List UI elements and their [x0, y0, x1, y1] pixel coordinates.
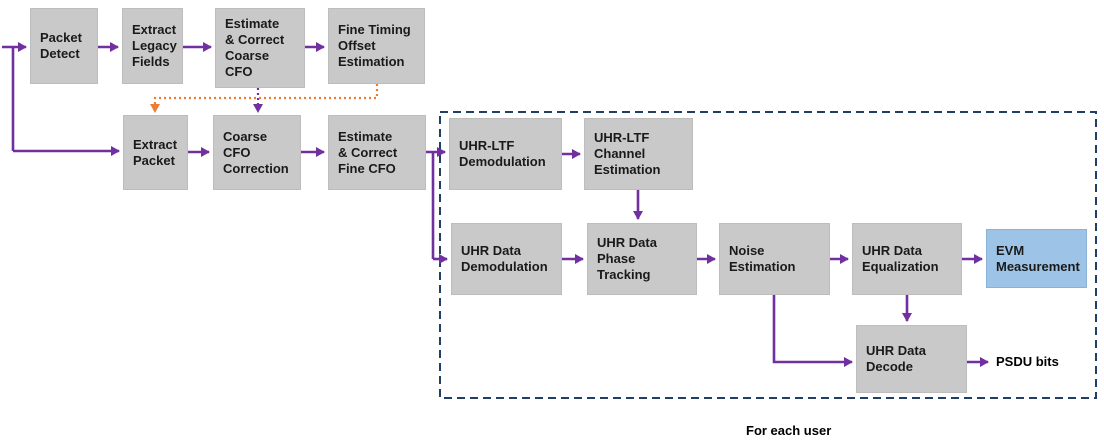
block-evm-measurement: EVM Measurement [986, 229, 1087, 288]
block-uhr-data-phase-tracking: UHR Data Phase Tracking [587, 223, 697, 295]
wire-dotted-fine-timing-to-extract-packet [150, 84, 379, 113]
block-estimate-correct-coarse-cfo: Estimate & Correct Coarse CFO [215, 8, 305, 88]
for-each-user-label: For each user [746, 423, 832, 438]
block-extract-packet: Extract Packet [123, 115, 188, 190]
block-uhr-ltf-demodulation: UHR-LTF Demodulation [449, 118, 562, 190]
block-uhr-ltf-channel-estimation: UHR-LTF Channel Estimation [584, 118, 693, 190]
block-coarse-cfo-correction: Coarse CFO Correction [213, 115, 301, 190]
block-estimate-correct-fine-cfo: Estimate & Correct Fine CFO [328, 115, 426, 190]
block-uhr-data-equalization: UHR Data Equalization [852, 223, 962, 295]
psdu-bits-label: PSDU bits [996, 354, 1059, 369]
block-packet-detect: Packet Detect [30, 8, 98, 84]
block-extract-legacy-fields: Extract Legacy Fields [122, 8, 183, 84]
wire-noise-est-to-decode [772, 295, 853, 367]
block-uhr-data-demodulation: UHR Data Demodulation [451, 223, 562, 295]
block-uhr-data-decode: UHR Data Decode [856, 325, 967, 393]
block-fine-timing-offset-estimation: Fine Timing Offset Estimation [328, 8, 425, 84]
block-noise-estimation: Noise Estimation [719, 223, 830, 295]
